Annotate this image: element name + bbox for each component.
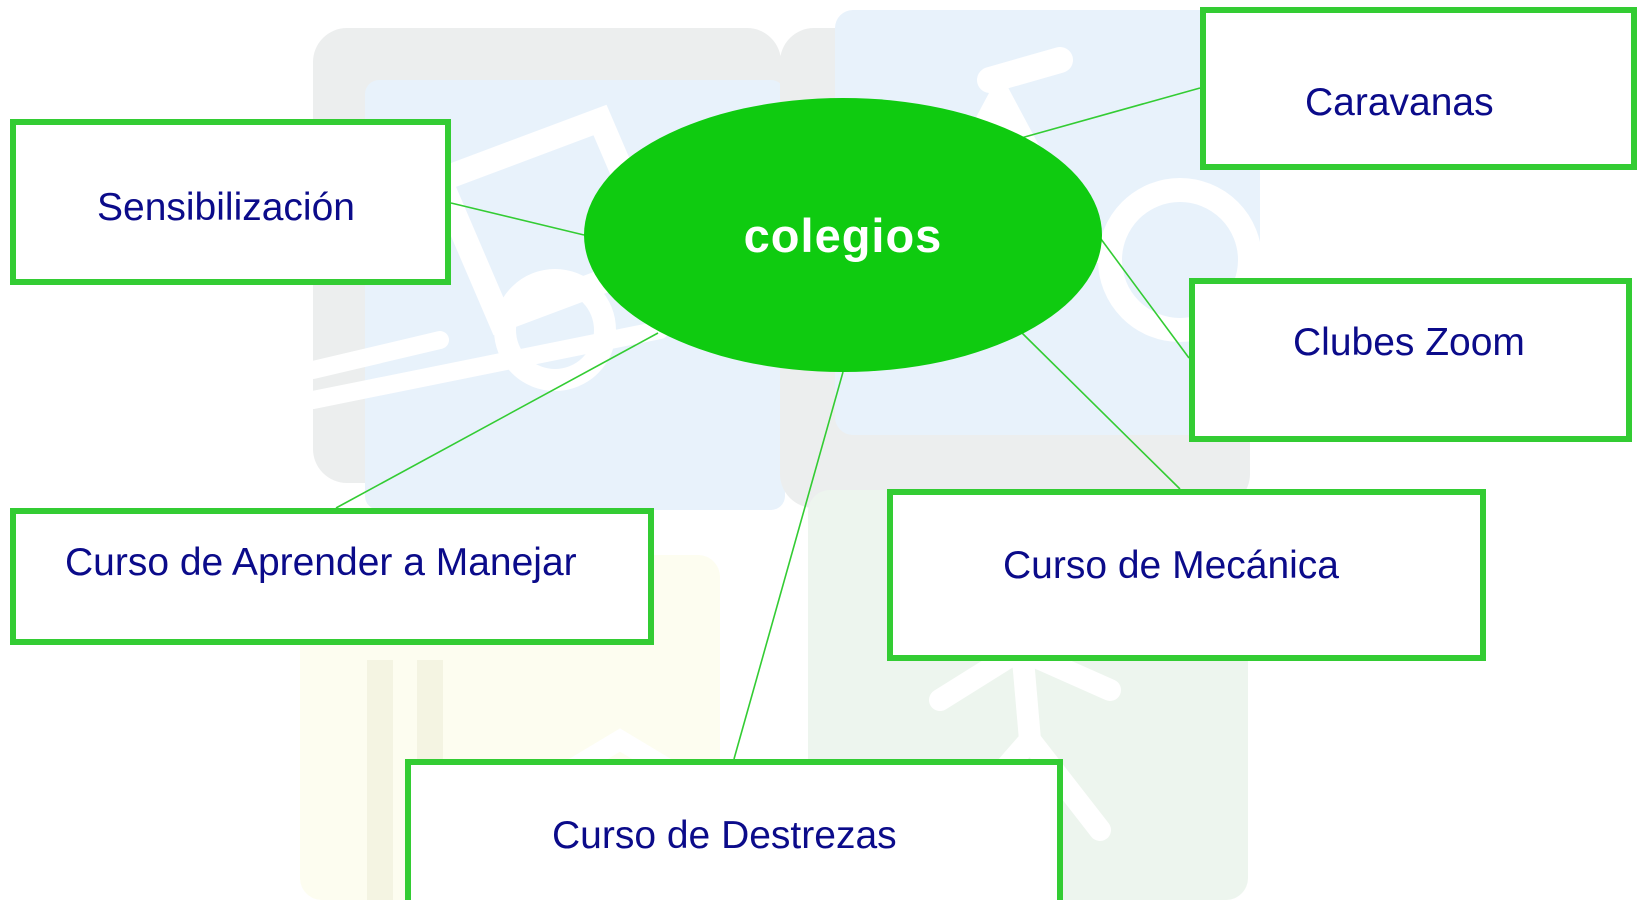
connector-curso-mecanica <box>1021 332 1181 490</box>
node-label: Sensibilización <box>97 186 355 229</box>
connector-curso-aprender-manejar <box>335 332 659 509</box>
node-label: Caravanas <box>1305 81 1494 124</box>
connector-caravanas <box>1020 87 1201 139</box>
node-caravanas[interactable]: Caravanas <box>1200 7 1637 170</box>
connector-sensibilizacion <box>450 202 585 236</box>
connector-curso-destrezas <box>733 371 844 760</box>
node-label: Curso de Aprender a Manejar <box>65 541 577 584</box>
node-curso-aprender-manejar[interactable]: Curso de Aprender a Manejar <box>10 508 654 645</box>
node-label: Clubes Zoom <box>1293 321 1525 364</box>
connector-clubes-zoom <box>1097 234 1190 359</box>
node-curso-destrezas[interactable]: Curso de Destrezas <box>405 759 1063 900</box>
node-sensibilizacion[interactable]: Sensibilización <box>10 119 451 285</box>
central-topic-node[interactable]: colegios <box>584 98 1102 372</box>
central-topic-label: colegios <box>743 208 943 262</box>
node-label: Curso de Mecánica <box>1003 544 1339 587</box>
node-label: Curso de Destrezas <box>552 814 897 857</box>
node-clubes-zoom[interactable]: Clubes Zoom <box>1189 278 1632 442</box>
node-curso-mecanica[interactable]: Curso de Mecánica <box>887 489 1486 661</box>
